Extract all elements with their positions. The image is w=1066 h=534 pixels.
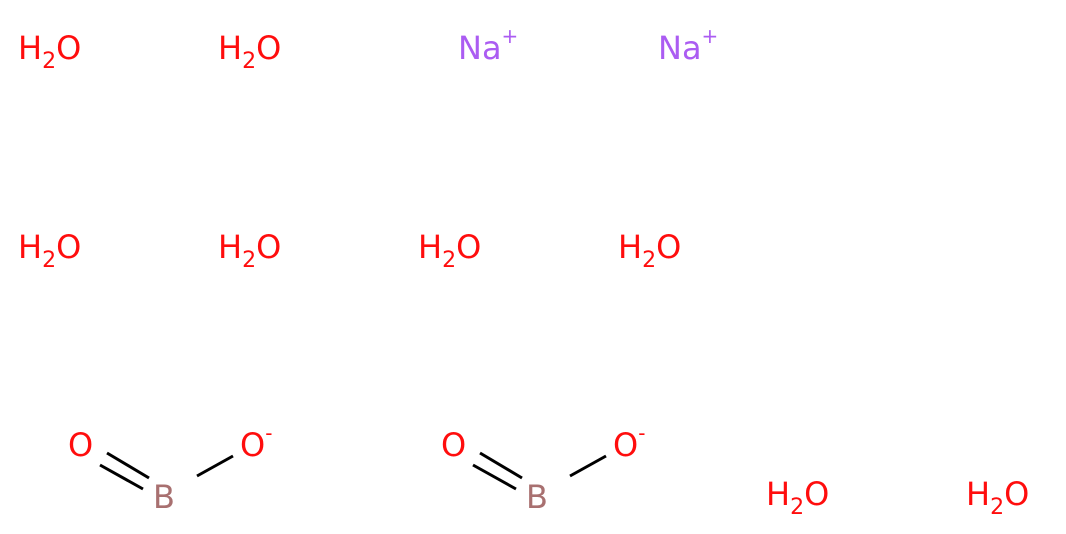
oxygen-symbol: O bbox=[56, 228, 81, 266]
hydrogen-count: 2 bbox=[990, 495, 1004, 520]
oxygen-symbol: O bbox=[456, 228, 481, 266]
anion-charge: - bbox=[265, 421, 272, 445]
hydrogen-symbol: H bbox=[218, 29, 242, 67]
oxygen-symbol: O bbox=[56, 29, 81, 67]
double-bond-line-a bbox=[479, 451, 523, 480]
hydrogen-count: 2 bbox=[242, 49, 256, 74]
oxygen-symbol: O bbox=[1004, 475, 1029, 513]
boron-atom: B bbox=[526, 478, 548, 516]
svg-text:Na+: Na+ bbox=[458, 24, 518, 67]
hydrogen-symbol: H bbox=[418, 228, 442, 266]
hydrogen-count: 2 bbox=[790, 495, 804, 520]
hydrogen-symbol: H bbox=[766, 475, 790, 513]
sodium-ion-1: Na+ bbox=[458, 24, 518, 67]
double-bonded-oxygen: O bbox=[441, 426, 466, 464]
svg-text:H2O: H2O bbox=[18, 228, 81, 273]
water-molecule-6: H2O bbox=[618, 228, 681, 273]
single-bond-line bbox=[196, 454, 234, 478]
svg-text:Na+: Na+ bbox=[658, 24, 718, 67]
oxygen-symbol: O bbox=[256, 228, 281, 266]
hydrogen-count: 2 bbox=[642, 248, 656, 273]
hydrogen-count: 2 bbox=[442, 248, 456, 273]
double-bond-line-a bbox=[106, 451, 150, 480]
double-bonded-oxygen: O bbox=[68, 426, 93, 464]
hydrogen-symbol: H bbox=[618, 228, 642, 266]
hydrogen-count: 2 bbox=[42, 248, 56, 273]
sodium-symbol: Na bbox=[458, 29, 502, 67]
boron-atom: B bbox=[153, 478, 175, 516]
double-bond-line-b bbox=[472, 463, 517, 491]
sodium-ion-2: Na+ bbox=[658, 24, 718, 67]
svg-text:H2O: H2O bbox=[766, 475, 829, 520]
metaborate-anion-2: O B O- bbox=[441, 421, 645, 516]
svg-text:O-: O- bbox=[613, 421, 645, 464]
water-molecule-8: H2O bbox=[966, 475, 1029, 520]
hydrogen-count: 2 bbox=[242, 248, 256, 273]
double-bond-line-b bbox=[99, 463, 144, 491]
svg-text:H2O: H2O bbox=[18, 29, 81, 74]
oxygen-symbol: O bbox=[656, 228, 681, 266]
hydrogen-count: 2 bbox=[42, 49, 56, 74]
hydrogen-symbol: H bbox=[18, 29, 42, 67]
water-molecule-1: H2O bbox=[18, 29, 81, 74]
svg-text:H2O: H2O bbox=[618, 228, 681, 273]
water-molecule-2: H2O bbox=[218, 29, 281, 74]
metaborate-anion-1: O B O- bbox=[68, 421, 272, 516]
sodium-symbol: Na bbox=[658, 29, 702, 67]
oxygen-symbol: O bbox=[256, 29, 281, 67]
hydrogen-symbol: H bbox=[218, 228, 242, 266]
anionic-oxygen: O bbox=[613, 426, 638, 464]
water-molecule-4: H2O bbox=[218, 228, 281, 273]
sodium-charge: + bbox=[502, 24, 519, 48]
single-bond-line bbox=[569, 454, 607, 478]
svg-text:H2O: H2O bbox=[966, 475, 1029, 520]
anionic-oxygen: O bbox=[240, 426, 265, 464]
svg-text:H2O: H2O bbox=[218, 228, 281, 273]
water-molecule-3: H2O bbox=[18, 228, 81, 273]
hydrogen-symbol: H bbox=[966, 475, 990, 513]
oxygen-symbol: O bbox=[804, 475, 829, 513]
water-molecule-5: H2O bbox=[418, 228, 481, 273]
sodium-charge: + bbox=[702, 24, 719, 48]
svg-text:H2O: H2O bbox=[418, 228, 481, 273]
svg-text:H2O: H2O bbox=[218, 29, 281, 74]
anion-charge: - bbox=[638, 421, 645, 445]
hydrogen-symbol: H bbox=[18, 228, 42, 266]
svg-text:O-: O- bbox=[240, 421, 272, 464]
water-molecule-7: H2O bbox=[766, 475, 829, 520]
